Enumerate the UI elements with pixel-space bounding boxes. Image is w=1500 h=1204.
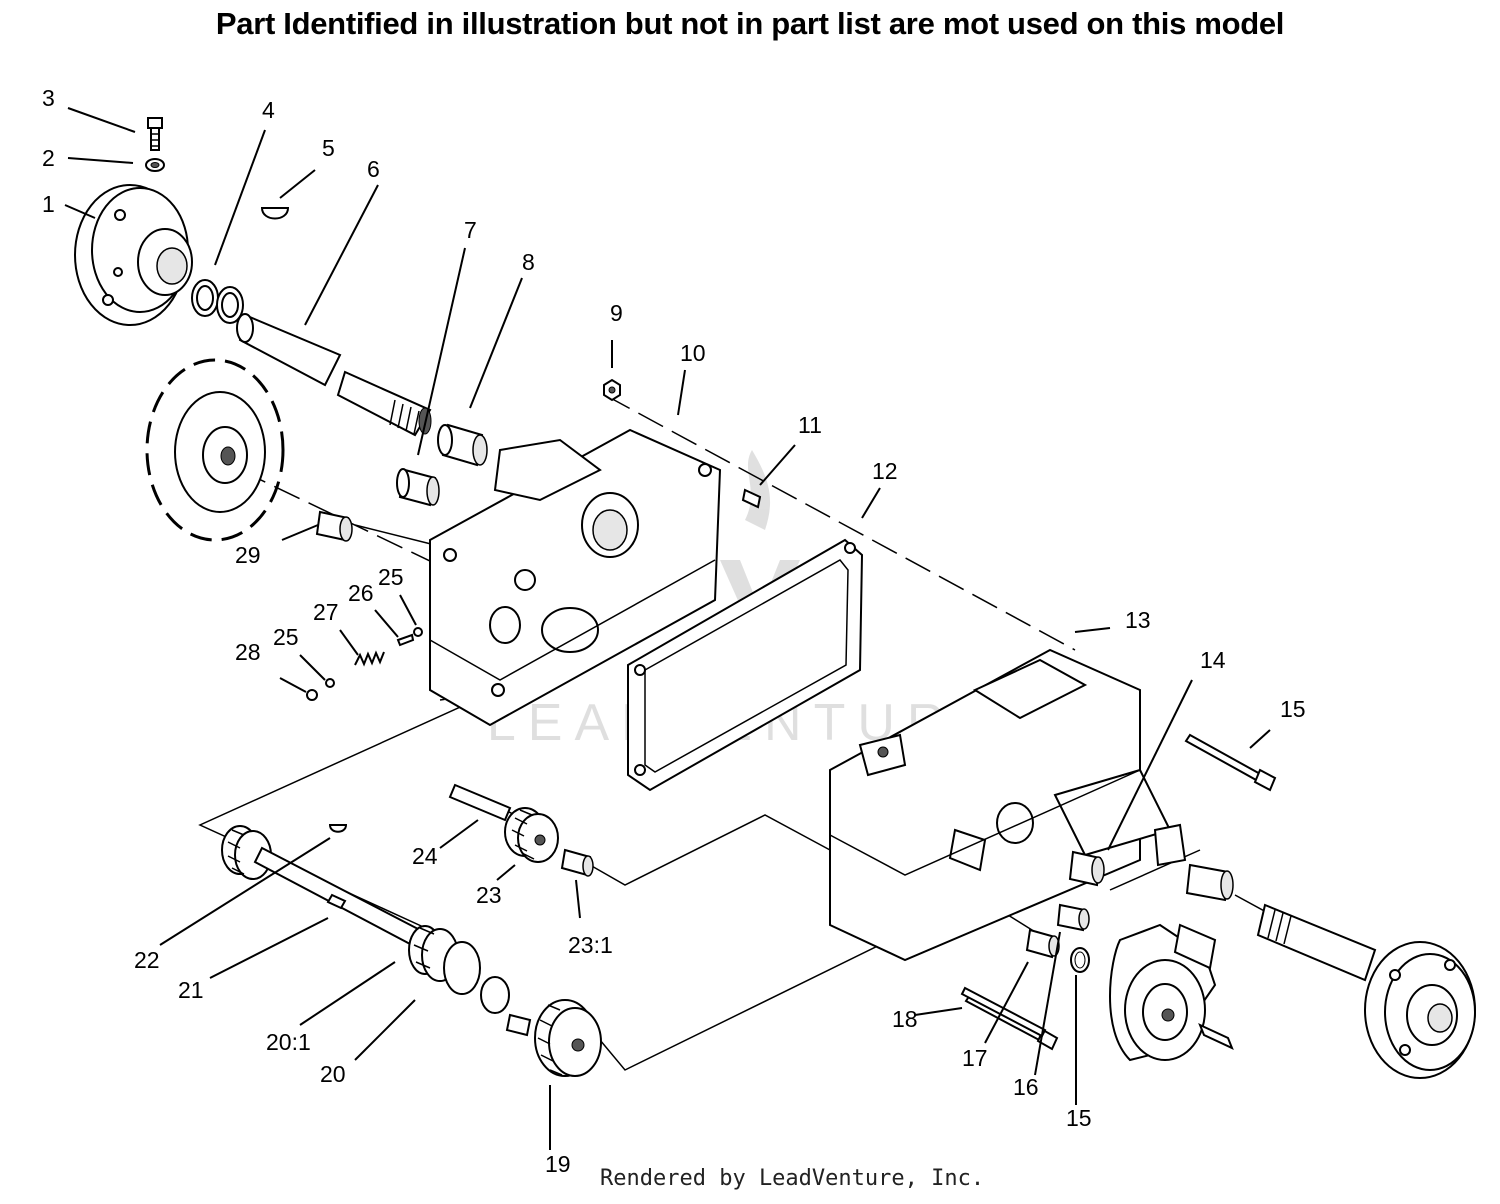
- callout-10: 10: [680, 340, 706, 366]
- callout-9: 9: [610, 300, 623, 326]
- callout-22: 22: [134, 947, 160, 973]
- callout-16: 16: [1013, 1074, 1039, 1100]
- part-22-key: [328, 824, 348, 833]
- part-9-nut: [603, 378, 621, 402]
- callout-19: 19: [545, 1151, 571, 1177]
- callout-28: 28: [235, 639, 261, 665]
- part-6-shaft: [236, 313, 432, 437]
- part-23-1-bushing: [560, 848, 594, 877]
- callout-23: 23: [476, 882, 502, 908]
- part-25-ball-upper: [413, 627, 423, 637]
- callout-24: 24: [412, 843, 438, 869]
- part-10-gear-housing: [429, 428, 722, 727]
- part-27-spring: [354, 650, 385, 667]
- callout-29: 29: [235, 542, 261, 568]
- part-20-gear: [443, 941, 532, 1037]
- callout-11: 11: [798, 412, 822, 438]
- part-18-bolt: [960, 986, 1047, 1038]
- callout-4: 4: [262, 97, 275, 123]
- callout-25-lower: 25: [273, 624, 299, 650]
- callout-12: 12: [872, 458, 898, 484]
- part-19-gear: [534, 999, 602, 1077]
- part-16-bushing: [1056, 903, 1090, 932]
- part-3-bolt: [147, 117, 163, 151]
- part-4-seal-rings: [191, 279, 244, 324]
- part-24-shaft: [448, 783, 512, 822]
- part-output-shaft-flange: [1256, 903, 1476, 1079]
- part-23-gear: [504, 807, 559, 863]
- callout-27: 27: [313, 599, 339, 625]
- part-21-shaft: [253, 846, 422, 947]
- callout-18: 18: [892, 1006, 918, 1032]
- part-14-bushing: [1068, 850, 1105, 887]
- part-11-pin: [741, 488, 762, 509]
- part-bushing-right: [1185, 863, 1234, 902]
- part-5-key: [260, 207, 290, 220]
- callout-25-upper: 25: [378, 564, 404, 590]
- callout-7: 7: [464, 217, 477, 243]
- part-15-ring: [1070, 947, 1090, 973]
- part-2-washer: [145, 158, 165, 172]
- callout-15-bolt: 15: [1280, 696, 1306, 722]
- callout-3: 3: [42, 85, 55, 111]
- callout-14: 14: [1200, 647, 1226, 673]
- callout-20-1: 20:1: [266, 1029, 311, 1055]
- part-28-plug: [306, 689, 318, 701]
- callout-26: 26: [348, 580, 374, 606]
- part-7-bushing: [396, 468, 440, 507]
- part-25-ball-lower: [325, 678, 335, 688]
- callout-8: 8: [522, 249, 535, 275]
- part-brake-assembly: [1109, 923, 1234, 1062]
- part-8-bushing: [437, 423, 488, 467]
- callout-5: 5: [322, 135, 335, 161]
- part-17-bushing: [1025, 928, 1060, 959]
- callout-15-ring: 15: [1066, 1105, 1092, 1131]
- footer-credit: Rendered by LeadVenture, Inc.: [600, 1166, 985, 1191]
- callout-17: 17: [962, 1045, 988, 1071]
- part-15-bolt-upper: [1184, 733, 1277, 792]
- callout-20: 20: [320, 1061, 346, 1087]
- leader-lines: [64, 107, 1271, 1150]
- callout-21: 21: [178, 977, 204, 1003]
- part-29-bushing: [315, 510, 353, 542]
- part-26-pin: [396, 633, 415, 647]
- page-title: Part Identified in illustration but not …: [215, 6, 1285, 41]
- callout-1: 1: [42, 191, 55, 217]
- callout-labels: 1 2 3 4 5 6 7 8 9 10 11 12 13 14 15 15 1…: [42, 85, 1306, 1177]
- pulley-dashed: [145, 358, 285, 542]
- callout-23-1: 23:1: [568, 932, 613, 958]
- callout-6: 6: [367, 156, 380, 182]
- part-1-flange: [74, 184, 193, 326]
- callout-2: 2: [42, 145, 55, 171]
- part-12-gasket: [627, 538, 864, 792]
- callout-13: 13: [1125, 607, 1151, 633]
- part-13-rear-housing: [829, 648, 1187, 962]
- part-22-pinion-gear: [221, 825, 272, 880]
